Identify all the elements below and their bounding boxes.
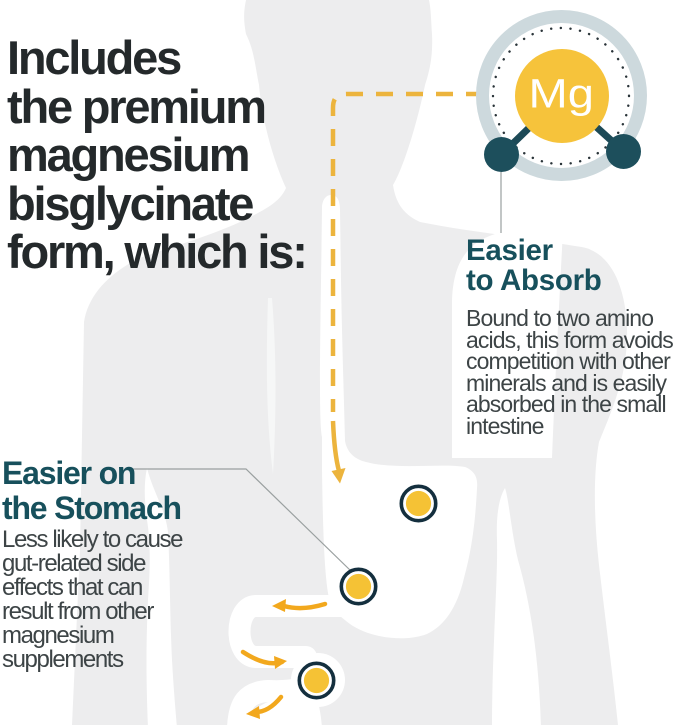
svg-text:Mg: Mg — [529, 71, 594, 116]
